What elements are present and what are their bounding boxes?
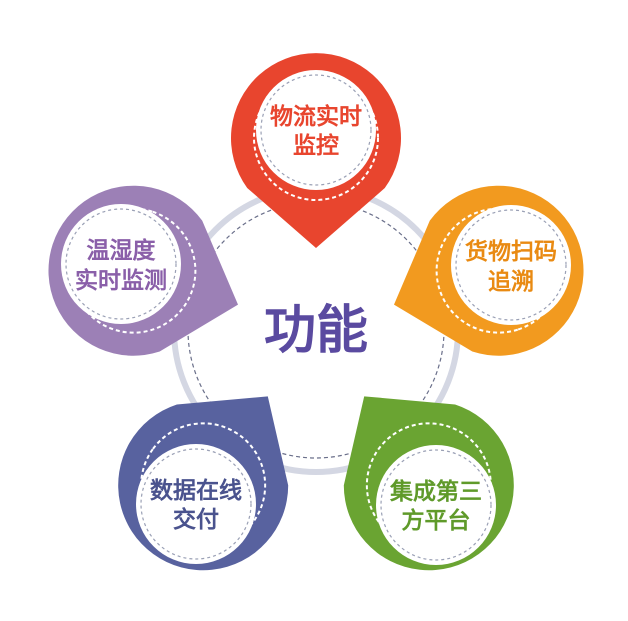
feature-label-humidity: 温湿度 实时监测 <box>61 204 181 324</box>
feature-inner-dashed-ring <box>65 208 177 320</box>
feature-line1: 温湿度 <box>87 237 157 264</box>
feature-line2: 交付 <box>173 506 219 533</box>
petal-dashed-circle <box>70 207 197 334</box>
feature-line2: 追溯 <box>488 268 534 295</box>
feature-inner-disc <box>61 204 181 324</box>
feature-line2: 实时监测 <box>75 267 167 294</box>
feature-label-scan-trace: 货物扫码 追溯 <box>451 205 571 325</box>
feature-line2: 方平台 <box>402 507 471 534</box>
feature-inner-disc <box>136 444 256 564</box>
petal-dashed-circle <box>435 207 562 334</box>
feature-line1: 数据在线 <box>150 477 242 504</box>
feature-label-data-delivery: 数据在线 交付 <box>136 444 256 564</box>
feature-line1: 集成第三 <box>389 478 482 505</box>
feature-line1: 货物扫码 <box>465 238 557 265</box>
feature-inner-dashed-ring <box>140 448 252 560</box>
feature-inner-dashed-ring <box>260 74 372 186</box>
feature-line1: 物流实时 <box>270 103 362 130</box>
feature-inner-disc <box>376 445 496 565</box>
center-title: 功能 <box>264 301 368 361</box>
feature-inner-dashed-ring <box>455 209 567 321</box>
feature-label-logistics: 物流实时 监控 <box>256 70 376 190</box>
feature-label-third-party: 集成第三 方平台 <box>376 445 496 565</box>
feature-line2: 监控 <box>293 132 339 159</box>
feature-inner-disc <box>451 205 571 325</box>
petal-dashed-circle <box>253 75 379 201</box>
feature-inner-disc <box>256 70 376 190</box>
feature-inner-dashed-ring <box>380 449 492 561</box>
petal-dashed-circle <box>140 422 267 549</box>
